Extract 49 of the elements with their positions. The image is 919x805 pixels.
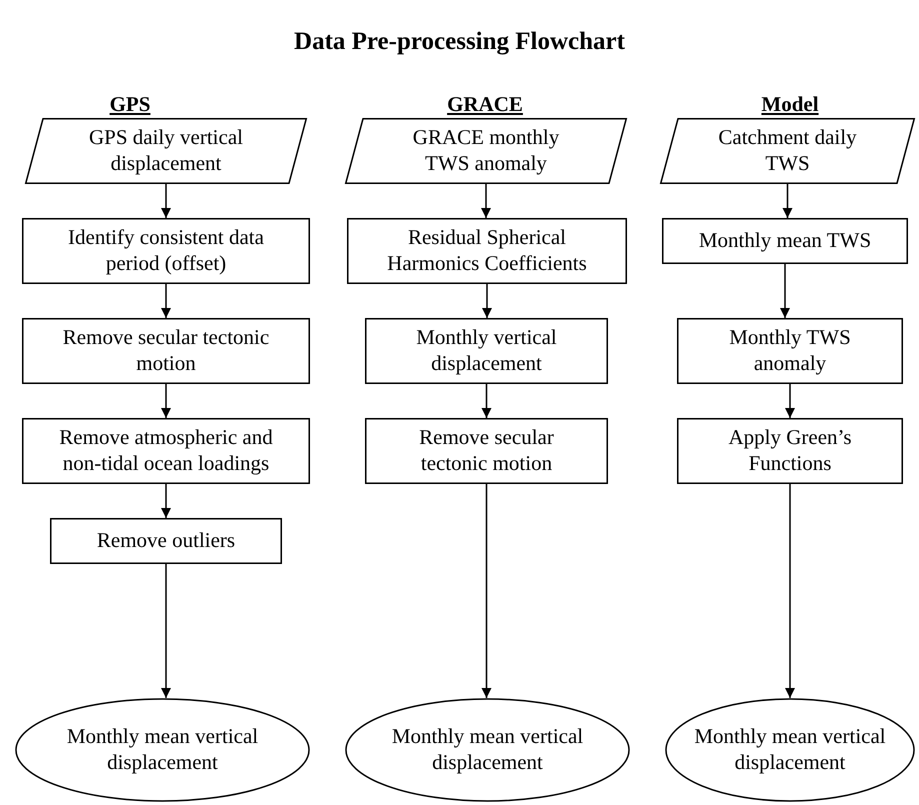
node-text: Apply Green’s Functions bbox=[727, 425, 853, 477]
node-text: Monthly mean TWS bbox=[698, 228, 872, 254]
diagram-title: Data Pre-processing Flowchart bbox=[293, 28, 626, 56]
arrow bbox=[482, 384, 492, 418]
node-text: Remove atmospheric and non-tidal ocean loadings bbox=[58, 425, 274, 477]
arrow bbox=[785, 484, 795, 698]
node-text: Residual Spherical Harmonics Coefficients bbox=[386, 225, 588, 277]
process-box bbox=[677, 318, 903, 384]
arrow bbox=[161, 384, 171, 418]
process-box bbox=[662, 218, 908, 264]
node-text: Monthly vertical displacement bbox=[415, 325, 558, 377]
process-box bbox=[677, 418, 903, 484]
process-box bbox=[22, 218, 310, 284]
node-text: GPS daily vertical displacement bbox=[88, 125, 244, 177]
node-text: Monthly TWS anomaly bbox=[728, 325, 852, 377]
node-text: Remove outliers bbox=[96, 528, 236, 554]
arrow bbox=[782, 184, 792, 218]
node-text: GRACE monthly TWS anomaly bbox=[412, 125, 560, 177]
arrow bbox=[161, 564, 171, 698]
process-box bbox=[50, 518, 282, 564]
arrow bbox=[161, 484, 171, 518]
arrow bbox=[785, 384, 795, 418]
column-header: GRACE bbox=[447, 92, 523, 117]
arrow bbox=[161, 284, 171, 318]
column-header: GPS bbox=[110, 92, 150, 117]
process-box bbox=[365, 318, 608, 384]
arrow bbox=[161, 184, 171, 218]
arrow bbox=[482, 484, 492, 698]
process-box bbox=[347, 218, 627, 284]
input-parallelogram bbox=[660, 118, 915, 184]
node-text: Catchment daily TWS bbox=[717, 125, 858, 177]
node-text: Monthly mean vertical displacement bbox=[390, 724, 584, 776]
process-box bbox=[22, 418, 310, 484]
node-text: Identify consistent data period (offset) bbox=[67, 225, 265, 277]
output-ellipse bbox=[665, 698, 915, 802]
column-header: Model bbox=[761, 92, 819, 117]
arrow bbox=[780, 264, 790, 318]
arrow bbox=[481, 184, 491, 218]
process-box bbox=[22, 318, 310, 384]
arrow bbox=[482, 284, 492, 318]
node-text: Monthly mean vertical displacement bbox=[693, 724, 887, 776]
node-text: Remove secular tectonic motion bbox=[62, 325, 270, 377]
node-text: Remove secular tectonic motion bbox=[418, 425, 555, 477]
node-text: Monthly mean vertical displacement bbox=[66, 724, 260, 776]
process-box bbox=[365, 418, 608, 484]
output-ellipse bbox=[15, 698, 310, 802]
input-parallelogram bbox=[345, 118, 627, 184]
input-parallelogram bbox=[25, 118, 307, 184]
output-ellipse bbox=[345, 698, 630, 802]
